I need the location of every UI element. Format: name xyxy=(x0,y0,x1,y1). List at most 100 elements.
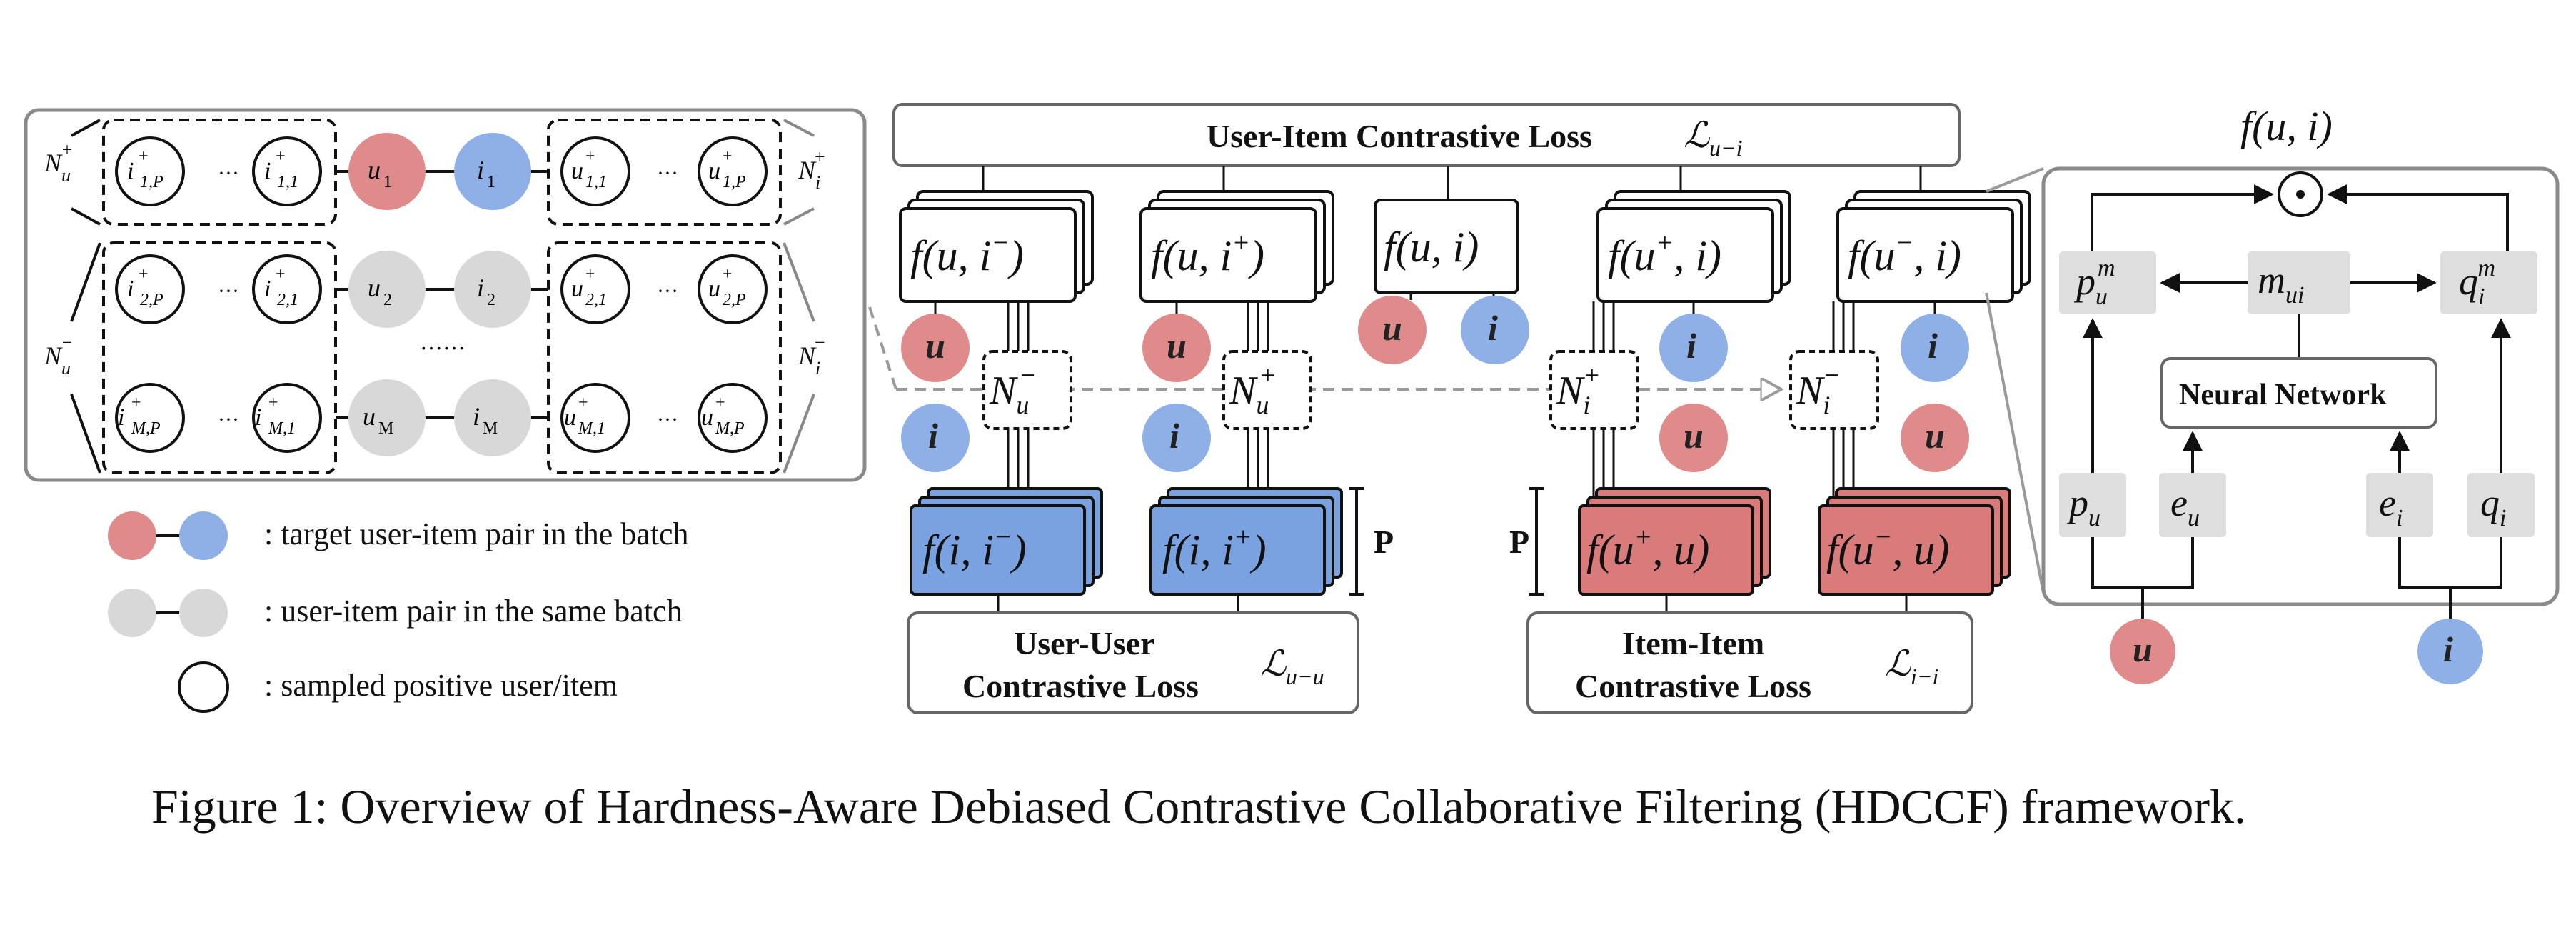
svg-text:u: u xyxy=(2133,629,2153,669)
user-user-loss-symbol: ℒu−u xyxy=(1260,644,1324,689)
score-function-panel: f(u, i) pum mui qim Neural Network pu eu… xyxy=(1985,103,2560,684)
svg-text:f(i, i−): f(i, i−) xyxy=(922,522,1027,574)
svg-text:u: u xyxy=(708,276,720,302)
batch-user-node xyxy=(348,379,426,456)
item-node xyxy=(1901,314,1969,382)
svg-text:1,P: 1,P xyxy=(723,173,746,191)
eu-box xyxy=(2159,473,2226,537)
user-node xyxy=(1659,404,1728,472)
ni-minus-box xyxy=(1789,350,1879,430)
sampled-user-node xyxy=(560,136,630,206)
qi-m-box xyxy=(2440,251,2537,314)
svg-text:+: + xyxy=(139,147,149,166)
svg-text:+: + xyxy=(585,147,595,166)
sampled-item-node xyxy=(252,383,322,453)
svg-text:u: u xyxy=(571,276,583,302)
batch-ni-plus-label: Ni+ xyxy=(798,146,826,193)
svg-text:1,1: 1,1 xyxy=(585,173,607,191)
svg-text:u: u xyxy=(368,274,381,302)
rows23-left-group xyxy=(102,241,337,474)
legend-sampled-circle xyxy=(178,661,229,713)
svg-text:f(u, i−): f(u, i−) xyxy=(910,228,1024,279)
svg-text:Ni−: Ni− xyxy=(1796,361,1841,419)
svg-text:u: u xyxy=(701,404,713,431)
svg-text:2: 2 xyxy=(383,291,392,309)
svg-text:qim: qim xyxy=(2459,255,2495,310)
svg-text:M,P: M,P xyxy=(131,419,161,438)
svg-text:2,P: 2,P xyxy=(140,291,163,309)
sampled-user-node xyxy=(698,136,768,206)
user-user-loss-line1: User-User xyxy=(1014,625,1155,661)
legend-batch-item-dot xyxy=(179,589,228,637)
svg-text:+: + xyxy=(131,394,141,412)
batch-nu-plus-label: Nu+ xyxy=(44,139,74,186)
svg-text:f(u+, u): f(u+, u) xyxy=(1586,522,1709,574)
svg-text:1: 1 xyxy=(487,173,495,191)
svg-text:u: u xyxy=(1382,308,1402,348)
svg-text:u: u xyxy=(708,158,720,184)
legend-user-dot xyxy=(108,511,156,560)
svg-text:f(i, i+): f(i, i+) xyxy=(1162,522,1267,574)
sampled-user-node xyxy=(560,254,630,324)
rows23-right-group xyxy=(547,241,782,474)
nu-minus-box xyxy=(982,350,1072,430)
sampled-user-node xyxy=(698,383,768,453)
batch-item-node xyxy=(454,251,531,328)
pu-m-box xyxy=(2059,251,2156,314)
svg-text:+: + xyxy=(268,394,278,412)
svg-text:M,P: M,P xyxy=(715,419,745,438)
batch-flow-arrow xyxy=(868,306,897,390)
svg-text:···: ··· xyxy=(657,161,678,185)
sampled-item-node xyxy=(252,136,322,206)
score-panel-title: f(u, i) xyxy=(2240,103,2333,149)
svg-text:Nu+: Nu+ xyxy=(1229,361,1277,419)
user-node xyxy=(1142,314,1211,382)
item-node xyxy=(1659,314,1728,382)
svg-text:1: 1 xyxy=(383,173,392,191)
svg-text:i: i xyxy=(1928,326,1938,366)
svg-text:i: i xyxy=(1169,416,1179,456)
item-node xyxy=(1461,296,1529,364)
svg-text:u: u xyxy=(925,326,945,366)
svg-text:i: i xyxy=(928,416,938,456)
sampled-user-node xyxy=(560,383,630,453)
svg-text:+: + xyxy=(723,147,733,166)
batch-panel: Nu+ Nu− Ni+ Ni− i 1,P + ··· i 1,1 + u 1 … xyxy=(24,108,867,482)
item-item-loss-line2: Contrastive Loss xyxy=(1575,668,1811,704)
sampled-item-node xyxy=(115,136,185,206)
svg-text:i: i xyxy=(2443,629,2453,669)
user-user-loss-box xyxy=(907,611,1359,714)
svg-text:i: i xyxy=(1488,308,1498,348)
p-bracket-left xyxy=(1349,487,1364,596)
svg-text:pu: pu xyxy=(2066,481,2100,531)
svg-text:f(u+, i): f(u+, i) xyxy=(1608,228,1721,279)
panel-user-node xyxy=(2110,619,2175,684)
batch-nu-minus-label: Nu− xyxy=(44,332,74,379)
mui-box xyxy=(2248,251,2350,314)
p-label-right: P xyxy=(1509,524,1529,560)
nu-plus-box xyxy=(1222,350,1312,430)
svg-text:f(u−, u): f(u−, u) xyxy=(1826,522,1949,574)
svg-text:Nu−: Nu− xyxy=(989,361,1037,419)
svg-text:u: u xyxy=(368,156,381,184)
svg-text:2: 2 xyxy=(487,291,495,309)
legend-same-batch: : user-item pair in the same batch xyxy=(264,594,683,629)
svg-text:eu: eu xyxy=(2170,481,2200,531)
svg-text:f(u, i+): f(u, i+) xyxy=(1151,228,1264,279)
sampled-user-node xyxy=(698,254,768,324)
sampled-item-node xyxy=(115,254,185,324)
svg-text:+: + xyxy=(585,265,595,284)
svg-text:···: ··· xyxy=(657,408,678,431)
svg-text:2,1: 2,1 xyxy=(277,291,298,309)
neural-network-box xyxy=(2160,357,2437,429)
target-user-node xyxy=(348,133,426,210)
target-item-node xyxy=(454,133,531,210)
svg-text:2,1: 2,1 xyxy=(585,291,607,309)
user-node xyxy=(1901,404,1969,472)
panel-item-node xyxy=(2417,619,2483,684)
score-box-upos-i xyxy=(1596,207,1774,303)
user-node xyxy=(1358,296,1427,364)
svg-text:qi: qi xyxy=(2480,481,2506,531)
svg-text:2,P: 2,P xyxy=(723,291,746,309)
pu-box xyxy=(2059,473,2126,537)
